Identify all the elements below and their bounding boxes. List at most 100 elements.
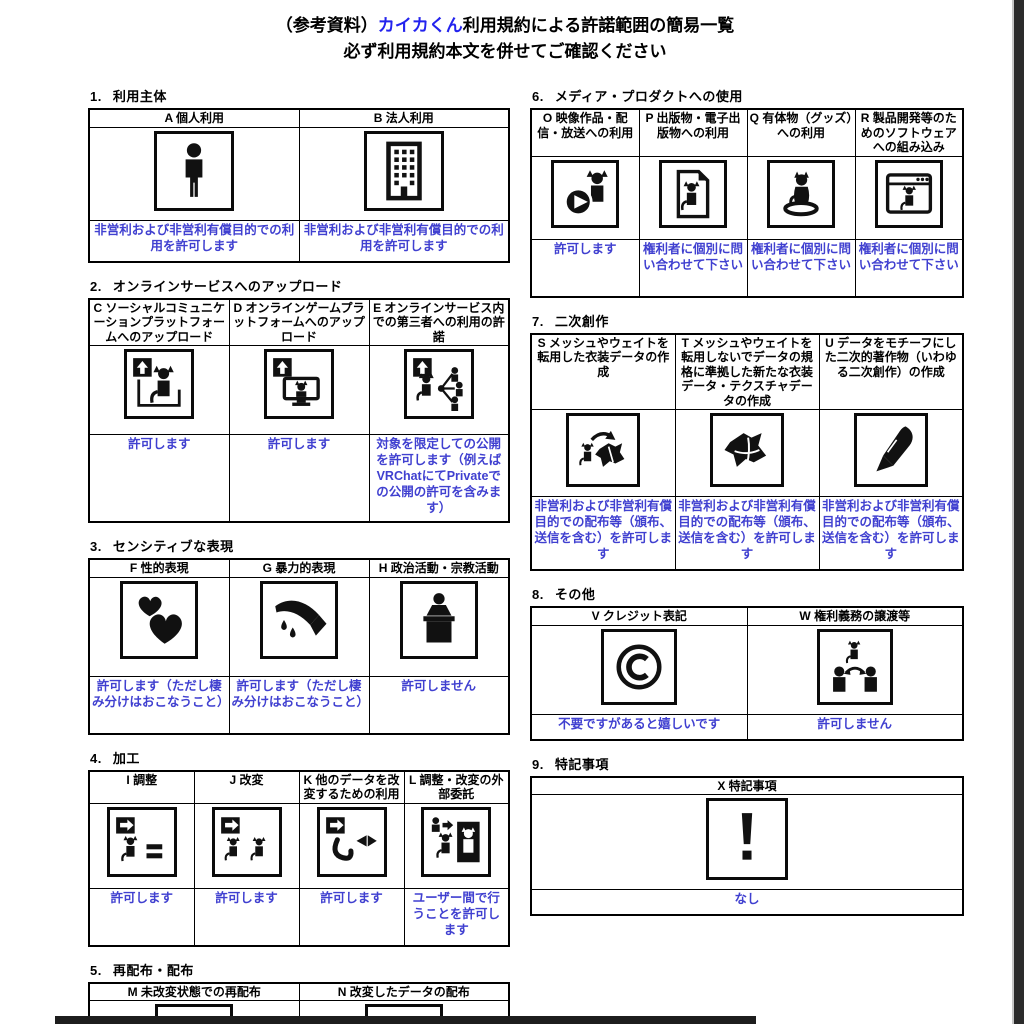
section-title: その他 (554, 587, 596, 602)
permission-caption-X: なし (530, 889, 964, 916)
section-heading: 1.利用主体 (90, 86, 510, 105)
icon-box (106, 806, 177, 877)
icon-cell-F (88, 576, 230, 677)
section-number: 1. (90, 89, 102, 104)
section-heading: 3.センシティブな表現 (90, 536, 510, 555)
section-number: 8. (532, 587, 544, 602)
col-header-I: I 調整 (88, 770, 195, 804)
section-number: 3. (90, 539, 102, 554)
section-title: 特記事項 (554, 756, 609, 772)
col-header-O: O 映像作品・配信・放送への利用 (530, 108, 640, 157)
section-heading: 4. 加工 (90, 748, 510, 767)
col-header-Q: Q 有体物（グッズ）への利用 (746, 108, 856, 157)
title-suffix: 利用規約による許諾範囲の簡易一覧 (462, 16, 735, 35)
icon-cell-U (818, 409, 964, 497)
icon-cell-H (368, 576, 510, 677)
section-title: 二次創作 (554, 313, 609, 329)
section-title: オンラインサービスへのアップロード (112, 278, 343, 294)
icon-cell-R (854, 155, 964, 240)
icon-box (211, 806, 282, 877)
page-title-line1: （参考資料）カイカくん利用規約による許諾範囲の簡易一覧 (0, 13, 1010, 39)
permission-caption-Q: 権利者に個別に問い合わせて下さい (746, 238, 856, 297)
col-header-R: R 製品開発等のためのソフトウェアへの組み込み (854, 108, 964, 157)
col-header-U: U データをモチーフにした二次的著作物（いわゆる二次創作）の作成 (818, 333, 964, 410)
copyright-icon (612, 640, 666, 694)
col-header-H: H 政治活動・宗教活動 (368, 558, 510, 578)
permission-caption-D: 許可します (228, 434, 370, 523)
section-number: 2. (90, 278, 102, 294)
icon-box (260, 580, 338, 659)
title-prefix: （参考資料） (275, 16, 378, 35)
icon-box (403, 349, 474, 419)
permission-caption-C: 許可します (88, 434, 230, 523)
col-header-A: A 個人利用 (88, 108, 300, 128)
section-heading: 9. 特記事項 (532, 754, 964, 773)
outsource-icon (429, 815, 483, 869)
col-header-B: B 法人利用 (298, 108, 510, 128)
col-header-C: C ソーシャルコミュニケーションプラットフォームへのアップロード (88, 298, 230, 346)
section-number: 6. (532, 89, 544, 104)
icon-cell-K (298, 802, 405, 889)
section-2: 2. オンラインサービスへのアップロード C ソーシャルコミュニケーションプラットフ… (88, 276, 510, 523)
permission-table: X 特記事項なし (530, 775, 964, 916)
icon-cell-C (88, 345, 230, 435)
permission-caption-E: 対象を限定しての公開を許可します（例えばVRChatにてPrivateでの公開の… (368, 434, 510, 523)
col-header-N: N 改変したデータの配布 (298, 982, 510, 1001)
col-header-V: V クレジット表記 (530, 606, 748, 626)
icon-cell-E (368, 345, 510, 435)
col-header-M: M 未改変状態での再配布 (88, 982, 300, 1001)
icon-box (264, 349, 334, 419)
adjust-icon (115, 815, 169, 869)
section-title: 加工 (112, 750, 140, 766)
col-header-F: F 性的表現 (88, 558, 230, 578)
icon-box (601, 628, 678, 705)
section-heading: 7.二次創作 (532, 311, 964, 330)
exclamation-icon (716, 808, 778, 870)
icon-box (566, 413, 641, 487)
col-header-S: S メッシュやウェイトを転用した衣装データの作成 (530, 333, 676, 410)
permission-caption-V: 不要ですがあると嬉しいです (530, 713, 748, 740)
icon-cell-B (298, 126, 510, 221)
icon-box (421, 806, 492, 877)
col-header-W: W 権利義務の譲渡等 (746, 606, 964, 626)
icon-box (706, 798, 788, 880)
col-header-E: E オンラインサービス内での第三者への利用の許諾 (368, 298, 510, 346)
icon-box (120, 580, 199, 659)
icon-box (767, 159, 835, 228)
person-icon (163, 140, 225, 202)
permission-caption-L: ユーザー間で行うことを許可します (403, 887, 510, 946)
permission-caption-H: 許可しません (368, 675, 510, 734)
col-header-K: K 他のデータを改変するための利用 (298, 770, 405, 804)
icon-cell-S (530, 409, 676, 497)
permission-caption-I: 許可します (88, 887, 195, 946)
podium-icon (409, 590, 469, 650)
viewer-edge (1012, 0, 1024, 1024)
section-number: 4. (90, 750, 102, 766)
publication-icon (666, 167, 720, 221)
permission-caption-K: 許可します (298, 887, 405, 946)
icon-box (551, 159, 620, 228)
section-heading: 8. その他 (532, 584, 964, 603)
icon-box (363, 130, 444, 211)
mesh-reuse-icon (576, 423, 630, 477)
section-title: メディア・プロダクトへの使用 (554, 89, 743, 104)
section-heading: 5.再配布・配布 (90, 960, 510, 979)
icon-cell-X (530, 794, 964, 890)
icon-cell-P (638, 155, 748, 240)
permission-caption-S: 非営利および非営利有償目的での配布等（頒布、送信を含む）を許可します (530, 496, 676, 571)
section-9: 9. 特記事項 X 特記事項なし (530, 754, 964, 916)
icon-cell-J (193, 802, 300, 889)
icon-cell-L (403, 802, 510, 889)
section-number: 9. (532, 756, 544, 772)
permission-caption-T: 非営利および非営利有償目的での配布等（頒布、送信を含む）を許可します (674, 496, 820, 571)
icon-cell-I (88, 802, 195, 889)
icon-box (399, 580, 478, 659)
goods-figure-icon (774, 167, 828, 221)
icon-box (154, 130, 235, 211)
